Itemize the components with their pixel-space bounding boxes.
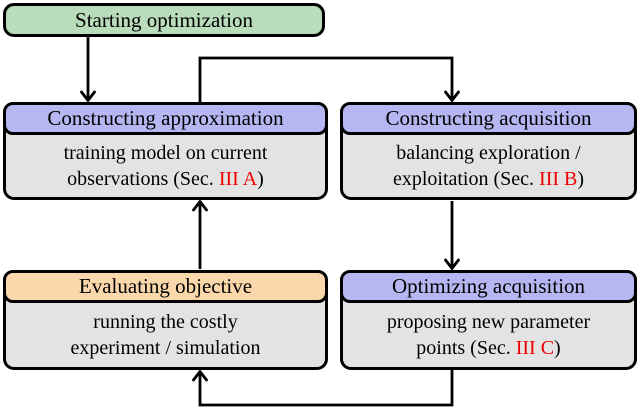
body-line: exploitation (Sec. III B)	[392, 168, 585, 190]
start-node-label: Starting optimization	[75, 7, 253, 32]
body-line: proposing new parameter	[386, 311, 591, 333]
node-constructing-approximation-header: Constructing approximation	[3, 102, 328, 135]
arrow-approximation-to-acquisition	[198, 56, 454, 103]
body-line: training model on current	[63, 142, 268, 164]
arrowhead-acquisition-to-optimizing	[444, 258, 460, 270]
section-ref: III A	[218, 168, 258, 190]
node-evaluating-objective-header: Evaluating objective	[3, 270, 328, 303]
arrowhead-optimizing-to-objective	[192, 370, 208, 382]
node-constructing-approximation: Constructing approximation training mode…	[3, 102, 328, 200]
node-constructing-acquisition-header: Constructing acquisition	[340, 102, 637, 135]
body-line: observations (Sec. III A)	[67, 168, 264, 190]
arrowhead-start-to-approximation	[80, 90, 96, 102]
node-optimizing-acquisition-body: proposing new parameter points (Sec. III…	[343, 303, 634, 367]
node-constructing-approximation-title: Constructing approximation	[47, 106, 284, 130]
arrow-optimizing-to-objective	[198, 369, 454, 407]
start-node: Starting optimization	[3, 3, 325, 37]
node-optimizing-acquisition-title: Optimizing acquisition	[391, 274, 586, 298]
node-evaluating-objective-body: running the costly experiment / simulati…	[6, 303, 325, 367]
body-line: balancing exploration /	[396, 142, 581, 164]
body-line: running the costly	[93, 311, 238, 333]
body-line: points (Sec. III C)	[416, 337, 561, 359]
node-constructing-approximation-body: training model on current observations (…	[6, 135, 325, 197]
node-constructing-acquisition-title: Constructing acquisition	[385, 106, 592, 130]
node-optimizing-acquisition: Optimizing acquisition proposing new par…	[340, 270, 637, 370]
arrowhead-approximation-to-acquisition	[444, 90, 460, 102]
node-evaluating-objective: Evaluating objective running the costly …	[3, 270, 328, 370]
arrowhead-objective-to-approximation	[192, 200, 208, 212]
section-ref: III B	[539, 168, 578, 190]
section-ref: III C	[515, 337, 555, 359]
node-optimizing-acquisition-header: Optimizing acquisition	[340, 270, 637, 303]
node-evaluating-objective-title: Evaluating objective	[78, 274, 253, 298]
body-line: experiment / simulation	[70, 337, 261, 359]
node-constructing-acquisition-body: balancing exploration / exploitation (Se…	[343, 135, 634, 197]
node-constructing-acquisition: Constructing acquisition balancing explo…	[340, 102, 637, 200]
